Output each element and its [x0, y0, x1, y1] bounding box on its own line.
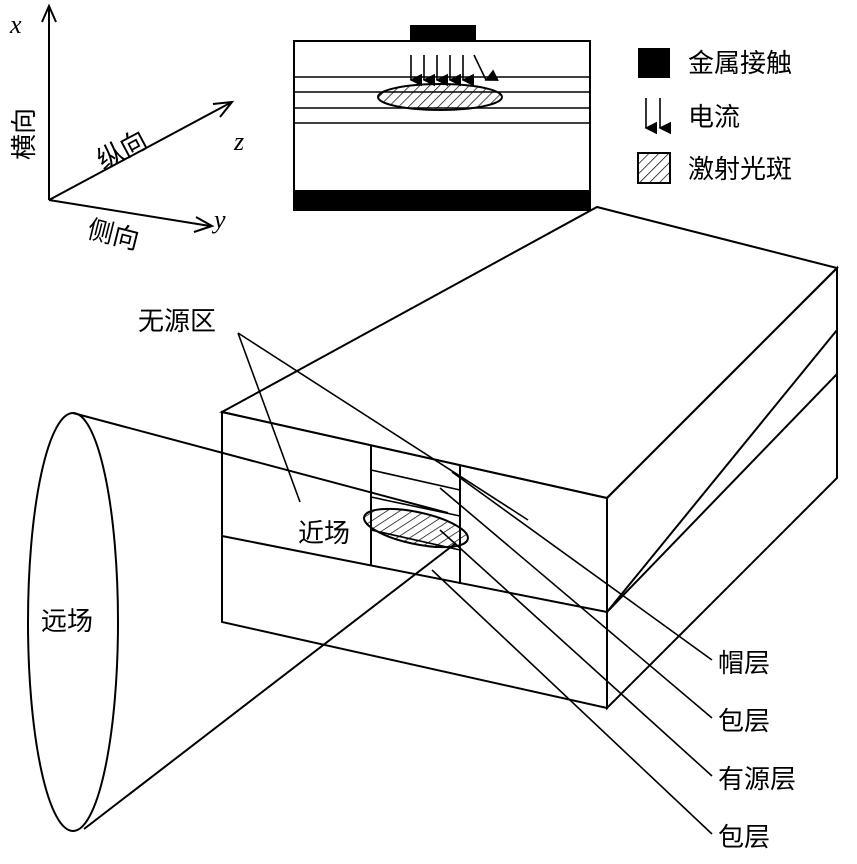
- legend: 金属接触 电流 激射光斑: [637, 48, 792, 185]
- y-axis-arrowhead: [193, 216, 215, 233]
- far-field-cone: 远场: [27, 412, 457, 832]
- current-arrows: [409, 54, 499, 87]
- legend-current-label: 电流: [688, 103, 740, 133]
- laser-side-face: [606, 265, 838, 711]
- laser-top-face: [219, 205, 839, 500]
- cone-edge: [72, 412, 449, 514]
- legend-laser-spot-label: 激射光斑: [688, 155, 792, 185]
- cladding-1-leader: [439, 487, 713, 719]
- passive-region-leader: [237, 332, 301, 503]
- z-axis-label: z: [233, 127, 244, 156]
- cladding-1-label: 包层: [718, 707, 770, 737]
- transverse-label: 横向: [10, 108, 40, 160]
- longitudinal-label: 纵向: [92, 125, 152, 176]
- side-layer-line: [606, 373, 838, 613]
- inset-outline: [293, 40, 591, 211]
- z-axis-arrowhead: [212, 100, 235, 118]
- cap-layer-leader: [451, 471, 713, 661]
- laser-body: [219, 205, 839, 711]
- current-arrow: [473, 54, 499, 81]
- x-axis-label: x: [9, 10, 22, 39]
- bottom-metal-contact: [294, 190, 590, 210]
- near-field-laser-spot: [363, 507, 469, 549]
- y-axis: [48, 199, 211, 227]
- legend-metal-contact-label: 金属接触: [688, 49, 792, 79]
- cross-section-inset: [293, 25, 591, 211]
- top-metal-contact: [410, 25, 476, 41]
- far-field-label: 远场: [41, 607, 93, 637]
- cladding-2-leader: [431, 569, 713, 835]
- metal-contact-swatch: [638, 48, 670, 78]
- lateral-label: 侧向: [84, 215, 142, 257]
- active-layer-leader: [439, 529, 713, 777]
- active-layer-label: 有源层: [718, 765, 796, 795]
- passive-region-leader: [237, 332, 529, 521]
- cone-edge: [83, 542, 457, 830]
- coordinate-axes: x z y 横向 纵向 侧向: [9, 3, 244, 257]
- y-axis-label: y: [211, 205, 226, 234]
- side-layer-line: [606, 329, 838, 613]
- passive-region-label: 无源区: [138, 307, 216, 337]
- current-swatch: [644, 98, 672, 135]
- laser-front-face: [221, 410, 608, 710]
- cap-layer-label: 帽层: [718, 649, 770, 679]
- ridge-cap-line: [370, 469, 461, 491]
- near-field-label: 近场: [298, 519, 350, 549]
- inset-laser-spot: [377, 83, 503, 111]
- x-axis-arrowhead: [41, 3, 57, 23]
- cladding-2-label: 包层: [718, 823, 770, 853]
- z-axis: [48, 102, 231, 201]
- laser-spot-swatch: [637, 152, 671, 184]
- callouts: 无源区 近场 帽层 包层 有源层 包层: [138, 307, 796, 853]
